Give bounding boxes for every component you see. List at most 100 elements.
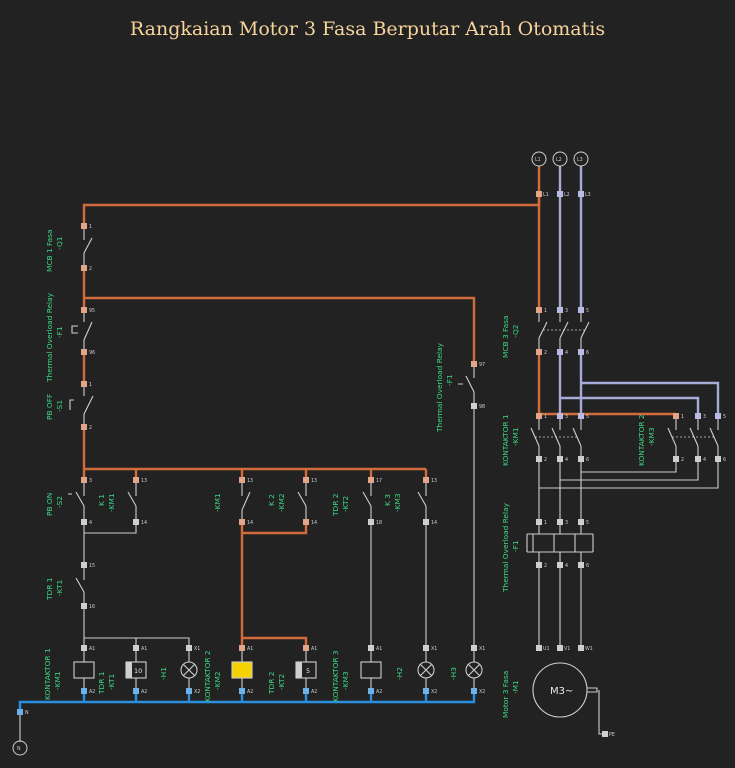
svg-text:14: 14 xyxy=(141,520,147,526)
svg-text:18: 18 xyxy=(376,520,382,526)
label-k3-tag: -KM3 xyxy=(393,493,402,512)
svg-text:4: 4 xyxy=(565,563,568,569)
svg-text:5: 5 xyxy=(586,414,589,420)
supply-terminals xyxy=(12,151,589,756)
svg-text:17: 17 xyxy=(376,478,382,484)
svg-text:X1: X1 xyxy=(194,646,200,652)
label-load-tdr2-tag: -KT2 xyxy=(277,674,286,690)
pin-markers xyxy=(17,191,721,737)
svg-text:14: 14 xyxy=(311,520,317,526)
svg-text:A1: A1 xyxy=(311,646,317,652)
label-load-km2: KONTAKTOR 2 xyxy=(203,650,212,702)
label-pbon: PB ON xyxy=(45,493,54,516)
svg-text:13: 13 xyxy=(141,478,147,484)
terminal-l3: L3 xyxy=(577,157,583,163)
svg-text:13: 13 xyxy=(311,478,317,484)
svg-text:2: 2 xyxy=(681,457,684,463)
svg-text:2: 2 xyxy=(544,350,547,356)
svg-text:A2: A2 xyxy=(247,689,253,695)
svg-text:1: 1 xyxy=(544,308,547,314)
label-load-km3-tag: -KM3 xyxy=(341,671,350,690)
terminal-n: N xyxy=(17,746,21,752)
label-olr-power-tag: -F1 xyxy=(511,540,520,552)
label-motor-tag: -M1 xyxy=(511,680,520,694)
svg-text:3: 3 xyxy=(565,520,568,526)
label-km1-power-tag: -KM1 xyxy=(511,427,520,446)
svg-text:N: N xyxy=(25,710,29,716)
label-k3: K 3 xyxy=(383,494,392,506)
svg-text:3: 3 xyxy=(565,308,568,314)
contact-symbols xyxy=(68,229,719,603)
label-tdr1-tag: -KT1 xyxy=(55,580,64,596)
svg-text:A2: A2 xyxy=(376,689,382,695)
svg-text:96: 96 xyxy=(89,350,95,356)
pin-labels: 1 2 95 96 1 2 3 4 13 14 15 16 13 14 13 1… xyxy=(25,192,726,738)
wire-neutral-bus xyxy=(18,691,476,712)
svg-text:A2: A2 xyxy=(311,689,317,695)
svg-text:A2: A2 xyxy=(141,689,147,695)
svg-text:1: 1 xyxy=(89,224,92,230)
svg-text:95: 95 xyxy=(89,308,95,314)
label-km1-power: KONTAKTOR 1 xyxy=(501,414,510,466)
km2-coil-energized xyxy=(231,661,253,679)
label-load-km1: KONTAKTOR 1 xyxy=(43,648,52,700)
svg-text:3: 3 xyxy=(703,414,706,420)
wire-power-l3 xyxy=(579,166,720,416)
label-ovl-aux: Thermal Overload Relay xyxy=(435,342,444,433)
svg-text:A1: A1 xyxy=(141,646,147,652)
svg-text:V1: V1 xyxy=(564,646,570,652)
svg-text:5: 5 xyxy=(723,414,726,420)
svg-text:L3: L3 xyxy=(585,192,591,198)
svg-text:4: 4 xyxy=(565,457,568,463)
svg-text:1: 1 xyxy=(544,414,547,420)
label-ovl: Thermal Overload Relay xyxy=(45,292,54,383)
label-mcb1-tag: -Q1 xyxy=(55,236,64,250)
tdr1-value: 10 xyxy=(134,667,142,675)
svg-text:A1: A1 xyxy=(89,646,95,652)
wire-l1-feed xyxy=(82,194,541,226)
svg-text:1: 1 xyxy=(681,414,684,420)
label-motor: Motor 3 Fasa xyxy=(501,671,510,718)
label-load-km3: KONTAKTOR 3 xyxy=(331,650,340,702)
label-km1nc-tag: -KM1 xyxy=(213,493,222,512)
svg-text:2: 2 xyxy=(544,563,547,569)
svg-text:X1: X1 xyxy=(479,646,485,652)
label-pboff-tag: -S1 xyxy=(55,400,64,412)
label-tdr2: TDR 2 xyxy=(331,494,340,517)
svg-text:16: 16 xyxy=(89,604,95,610)
label-ovl-aux-tag: -F1 xyxy=(445,374,454,386)
svg-text:L1: L1 xyxy=(543,192,549,198)
svg-text:1: 1 xyxy=(89,382,92,388)
motor-symbol-text: M3~ xyxy=(550,686,573,697)
label-olr-power: Thermal Overload Relay xyxy=(501,502,510,593)
svg-text:5: 5 xyxy=(586,520,589,526)
svg-text:L2: L2 xyxy=(564,192,570,198)
wire-aux-feed xyxy=(84,296,476,364)
svg-text:98: 98 xyxy=(479,404,485,410)
page-title: Rangkaian Motor 3 Fasa Berputar Arah Oto… xyxy=(129,18,606,40)
svg-text:14: 14 xyxy=(247,520,253,526)
label-load-km2-tag: -KM2 xyxy=(213,671,222,690)
tdr2-delay-box xyxy=(296,662,302,678)
svg-text:13: 13 xyxy=(431,478,437,484)
svg-text:U1: U1 xyxy=(543,646,550,652)
label-load-h2-tag: -H2 xyxy=(395,667,404,680)
label-k1: K 1 xyxy=(97,494,106,506)
svg-text:2: 2 xyxy=(89,425,92,431)
tdr1-delay-box xyxy=(126,662,132,678)
svg-text:A1: A1 xyxy=(376,646,382,652)
svg-text:W1: W1 xyxy=(585,646,593,652)
wire-km2-branch xyxy=(240,522,308,648)
label-k1-tag: -KM1 xyxy=(107,493,116,512)
label-km3-power-tag: -KM3 xyxy=(647,427,656,446)
terminal-l1: L1 xyxy=(535,157,541,163)
svg-text:15: 15 xyxy=(89,563,95,569)
label-load-h3-tag: -H3 xyxy=(449,667,458,680)
svg-text:6: 6 xyxy=(586,350,589,356)
svg-text:97: 97 xyxy=(479,362,485,368)
mechanical-links xyxy=(535,329,714,438)
label-k2: K 2 xyxy=(267,494,276,506)
svg-text:PE: PE xyxy=(609,732,615,738)
wire-bus-drops xyxy=(82,469,428,479)
